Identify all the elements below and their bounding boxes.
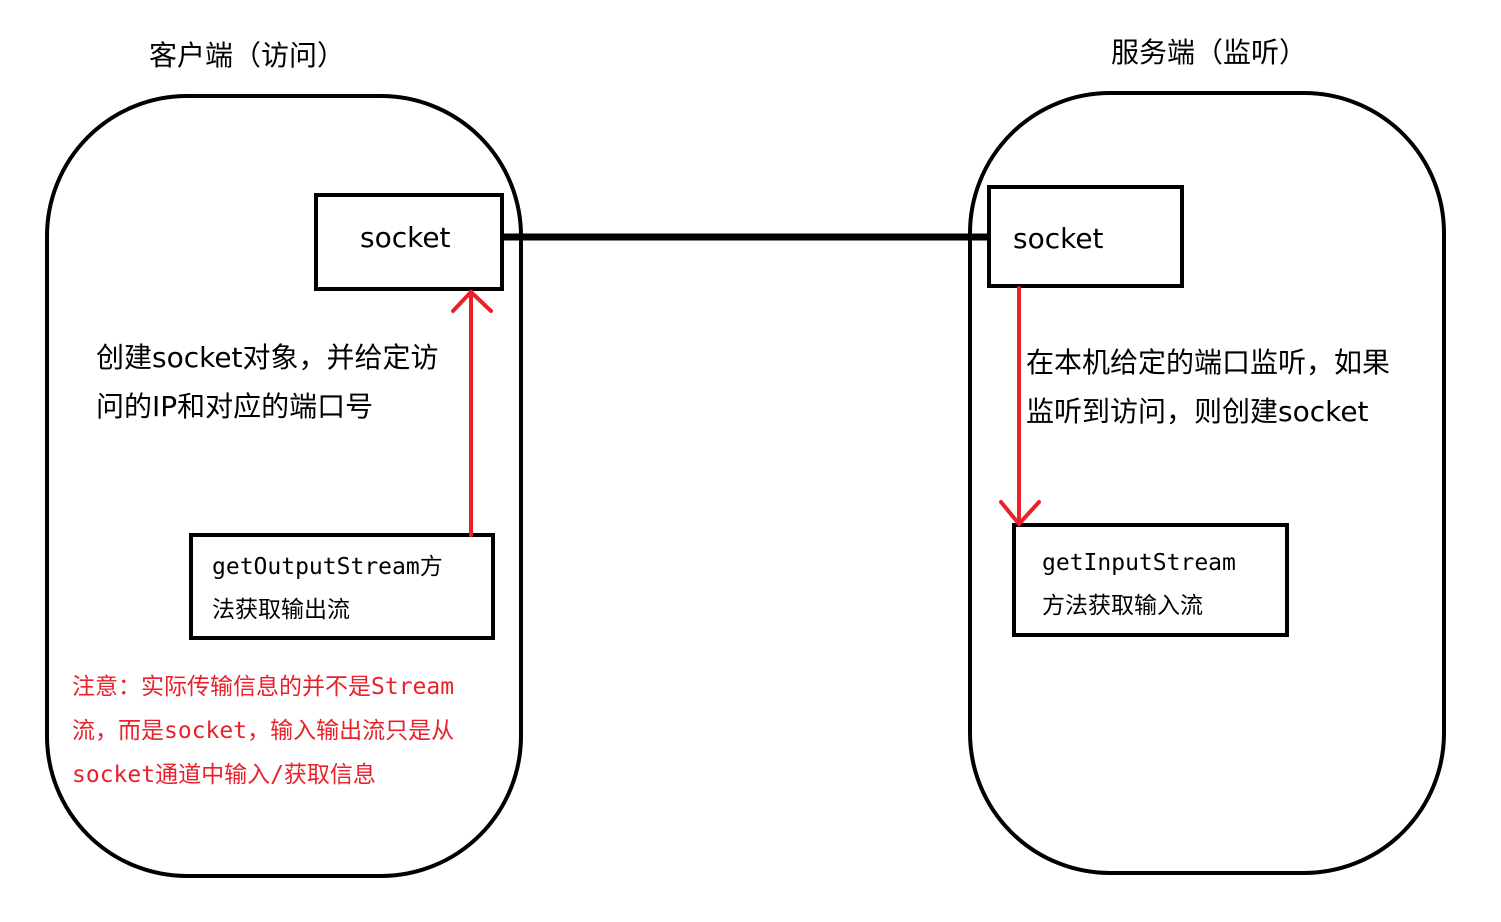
client-description-line2: 问的IP和对应的端口号: [96, 390, 374, 423]
server-stream-text: getInputStream 方法获取输入流: [1042, 542, 1236, 628]
client-socket-label: socket: [360, 221, 451, 254]
client-stream-line2: 法获取输出流: [212, 597, 350, 623]
server-stream-line2: 方法获取输入流: [1042, 593, 1203, 619]
server-socket-label: socket: [1013, 222, 1104, 255]
client-description-line1: 创建socket对象，并给定访: [96, 341, 439, 374]
server-container: [968, 91, 1446, 875]
client-note-line1: 注意：实际传输信息的并不是Stream: [72, 674, 455, 700]
server-stream-line1: getInputStream: [1042, 550, 1236, 576]
server-description-line2: 监听到访问，则创建socket: [1026, 395, 1369, 428]
client-note-line3: socket通道中输入/获取信息: [72, 762, 376, 788]
server-description-line1: 在本机给定的端口监听，如果: [1026, 346, 1391, 379]
client-container: [45, 94, 523, 878]
client-arrow-up: [451, 289, 493, 537]
client-stream-box: [189, 533, 495, 640]
client-stream-line1: getOutputStream方: [212, 554, 443, 580]
server-stream-box: [1012, 523, 1289, 637]
server-arrow-down: [999, 286, 1041, 528]
server-description: 在本机给定的端口监听，如果 监听到访问，则创建socket: [1026, 338, 1390, 436]
client-note: 注意：实际传输信息的并不是Stream 流，而是socket，输入输出流只是从 …: [72, 665, 454, 797]
client-stream-text: getOutputStream方 法获取输出流: [212, 546, 443, 632]
client-note-line2: 流，而是socket，输入输出流只是从: [72, 718, 455, 744]
client-description: 创建socket对象，并给定访 问的IP和对应的端口号: [96, 333, 439, 431]
server-title: 服务端（监听）: [1111, 36, 1308, 69]
client-socket-box: [314, 193, 504, 291]
client-title: 客户端（访问）: [149, 39, 346, 72]
